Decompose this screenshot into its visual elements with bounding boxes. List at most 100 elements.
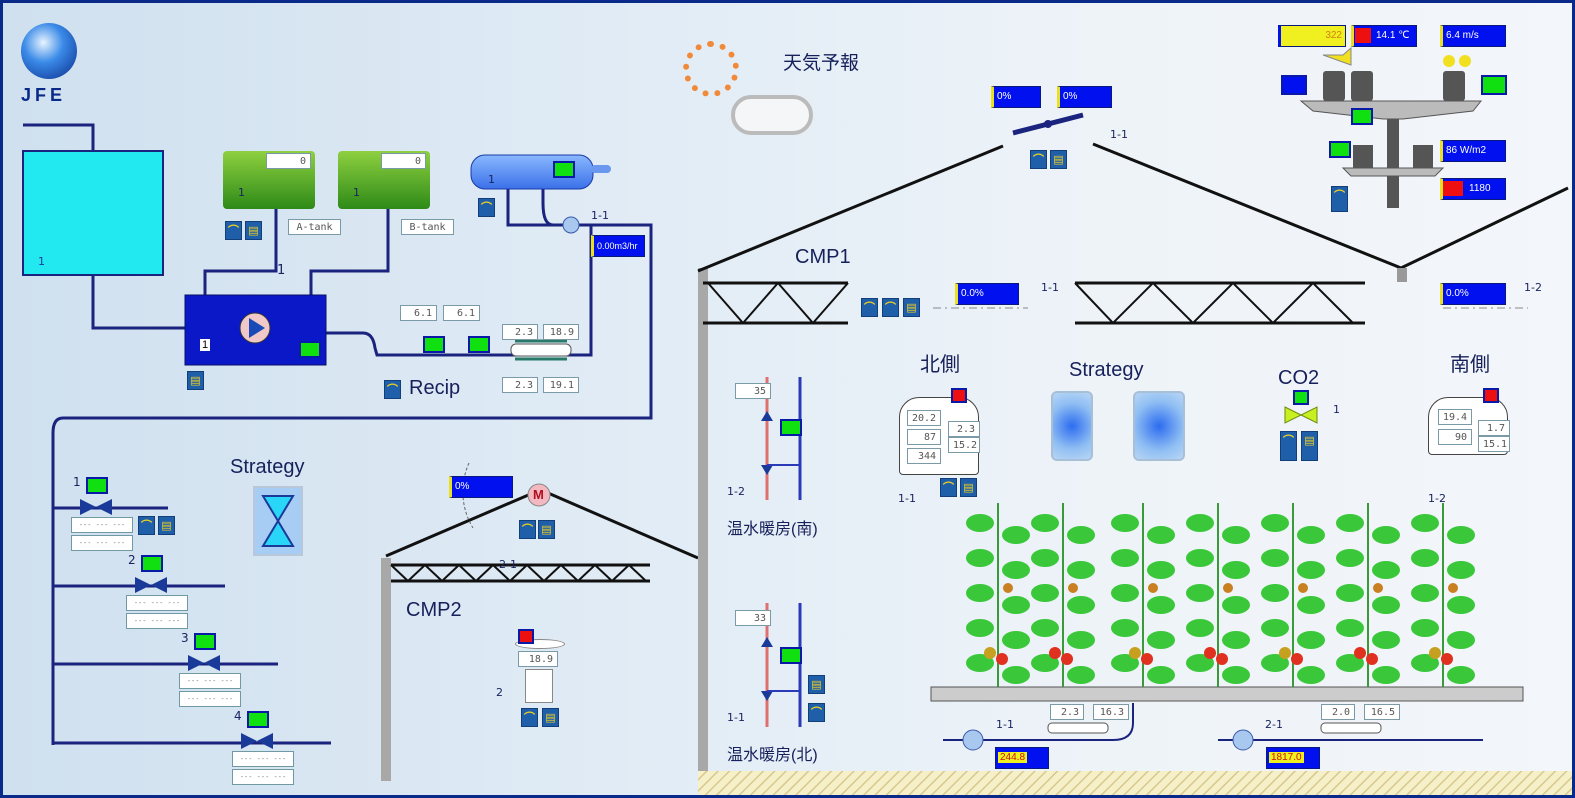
heating-strategy-button[interactable] (1051, 391, 1093, 461)
valve-4-icon[interactable] (239, 731, 275, 751)
valve-2-id: 2 (128, 553, 136, 567)
valve-3-icon[interactable] (186, 653, 222, 673)
cmp2-vent-id: 2-1 (499, 558, 517, 571)
strategy-right-label: Strategy (1069, 359, 1144, 381)
b-tank-name: B-tank (401, 219, 454, 235)
north-mode-button[interactable]: ⌒ (940, 478, 957, 497)
north-value-4: 15.2 (948, 437, 980, 453)
valve-1-value-1: --- --- --- (71, 517, 133, 533)
south-value-4: 15.1 (1478, 436, 1510, 452)
roof-vent-id: 1-1 (1110, 128, 1128, 141)
cmp2-sensor-mode-button[interactable]: ⌒ (521, 708, 538, 727)
weather-forecast-label[interactable]: 天気予報 (783, 53, 860, 74)
recip-label: Recip (409, 377, 461, 399)
cmp2-vent-list-button[interactable]: ▤ (538, 520, 555, 539)
rain-sensor-status[interactable] (1351, 108, 1373, 125)
valve-2-icon[interactable] (133, 575, 169, 595)
ec-sensor-2-value: 6.1 (443, 305, 480, 321)
weather-mode-button[interactable]: ⌒ (1331, 186, 1348, 212)
cmp2-sensor-list-button[interactable]: ▤ (542, 708, 559, 727)
heating-south-pump-status[interactable] (780, 419, 802, 436)
valve-1-status[interactable] (86, 477, 108, 494)
north-value-2: 2.3 (948, 421, 980, 437)
irrigation-1-value-2: 16.3 (1093, 704, 1129, 720)
heater-status[interactable] (553, 161, 575, 178)
cmp1-label: CMP1 (795, 246, 851, 268)
flow-meter-id: 1-1 (591, 209, 609, 222)
north-side-label: 北側 (920, 354, 960, 376)
co2-label: CO2 (1278, 367, 1320, 389)
valve-4-status[interactable] (247, 711, 269, 728)
anemometer-status[interactable] (1481, 75, 1507, 95)
cmp2-sensor-value: 18.9 (518, 651, 558, 667)
a-tank-name: A-tank (288, 219, 341, 235)
valve-3-value-1: --- --- --- (179, 673, 241, 689)
north-alarm-indicator (951, 388, 967, 403)
screen-mode-button-1[interactable]: ⌒ (861, 298, 878, 317)
ec-sensor-1-status[interactable] (423, 336, 445, 353)
tomato-plants (966, 503, 1475, 687)
north-value-3: 87 (907, 429, 941, 445)
cmp2-label: CMP2 (406, 599, 462, 621)
pipes (23, 123, 653, 745)
heater-id: 1 (488, 173, 495, 186)
north-value-5: 344 (907, 448, 941, 464)
heating-north-mode-button[interactable]: ⌒ (808, 703, 825, 722)
roof-vent-mode-button[interactable]: ⌒ (1030, 150, 1047, 169)
valve-1-list-button[interactable]: ▤ (158, 516, 175, 535)
flow-rate-display: 0.00m3/hr (591, 235, 645, 257)
co2-valve-icon (1284, 406, 1318, 424)
heating-north-pump-status[interactable] (780, 647, 802, 664)
mixer-pump-status[interactable] (299, 341, 321, 358)
mixer-id: 1 (200, 339, 211, 351)
sun-cloud-icon[interactable] (683, 41, 739, 97)
valve-4-value-2: --- --- --- (232, 769, 294, 785)
valve-1-value-2: --- --- --- (71, 535, 133, 551)
cmp2-vent-mode-button[interactable]: ⌒ (519, 520, 536, 539)
north-id: 1-1 (898, 492, 916, 505)
recip-mode-button[interactable]: ⌒ (384, 380, 401, 399)
screen-mode-button-2[interactable]: ⌒ (882, 298, 899, 317)
a-tank-mode-button[interactable]: ⌒ (225, 221, 242, 240)
south-value-3: 90 (1438, 429, 1472, 445)
irrigation-1-id: 1-1 (996, 718, 1014, 731)
co2-mode-button[interactable]: ⌒ (1280, 431, 1297, 461)
tomato-plant (1261, 503, 1325, 687)
roof-vent-list-button[interactable]: ▤ (1050, 150, 1067, 169)
main-tank-id: 1 (38, 255, 45, 268)
heater-mode-button[interactable]: ⌒ (478, 198, 495, 217)
wind-direction-status[interactable] (1281, 75, 1307, 95)
tomato-plant (1186, 503, 1250, 687)
co2-valve-status[interactable] (1293, 390, 1309, 405)
tomato-plant (1336, 503, 1400, 687)
south-id: 1-2 (1428, 492, 1446, 505)
screen-list-button[interactable]: ▤ (903, 298, 920, 317)
main-water-tank (22, 150, 164, 276)
strategy-left-button[interactable] (253, 486, 303, 556)
cloud-icon (731, 95, 813, 135)
radiation-sensor-status[interactable] (1329, 141, 1351, 158)
vent-motor-icon: M (533, 487, 544, 502)
irrigation-1-total: 244.8 (998, 752, 1028, 763)
south-value-1: 19.4 (1438, 409, 1472, 425)
mixer-list-button[interactable]: ▤ (187, 371, 204, 390)
north-list-button[interactable]: ▤ (960, 478, 977, 497)
valve-1-icon[interactable] (78, 497, 114, 517)
valve-3-id: 3 (181, 631, 189, 645)
valve-4-id: 4 (234, 709, 242, 723)
heating-north-list-button[interactable]: ▤ (808, 675, 825, 694)
temperature-alarm-indicator (1355, 28, 1371, 43)
roof-vent-right-position: 0% (1057, 86, 1112, 108)
valve-3-status[interactable] (194, 633, 216, 650)
vent-strategy-button[interactable] (1133, 391, 1185, 461)
valve-2-value-2: --- --- --- (126, 613, 188, 629)
a-tank-list-button[interactable]: ▤ (245, 221, 262, 240)
mixer-line-label: 1 (277, 263, 286, 278)
cmp2-vent-position: 0% (449, 476, 513, 498)
valve-2-status[interactable] (141, 555, 163, 572)
ec-sensor-2-status[interactable] (468, 336, 490, 353)
south-value-2: 1.7 (1478, 420, 1510, 436)
valve-3-value-2: --- --- --- (179, 691, 241, 707)
co2-list-button[interactable]: ▤ (1301, 431, 1318, 461)
valve-1-mode-button[interactable]: ⌒ (138, 516, 155, 535)
